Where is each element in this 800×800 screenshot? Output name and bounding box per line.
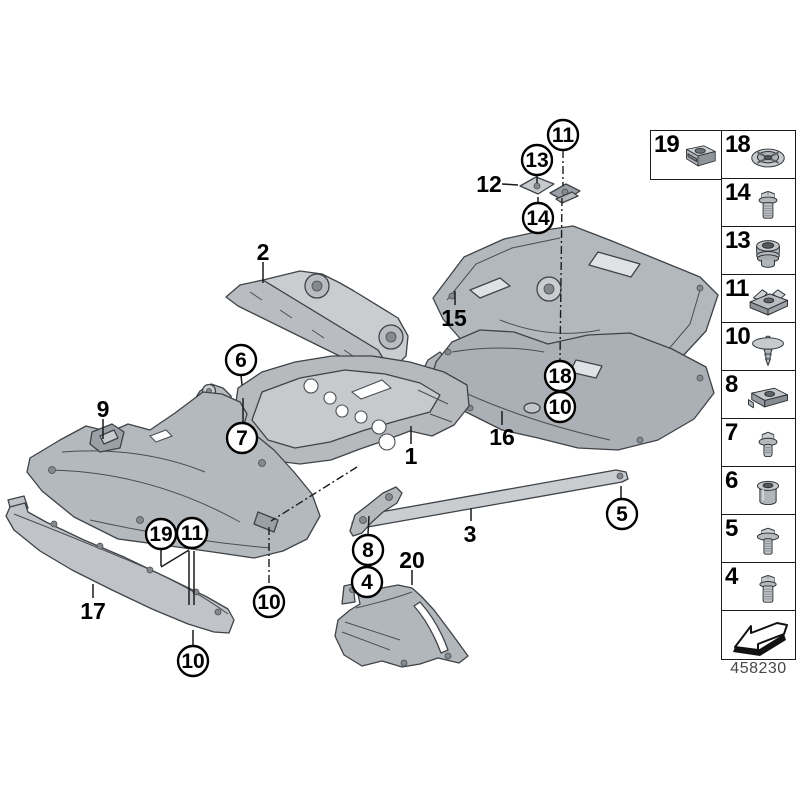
legend-number: 14: [725, 179, 751, 206]
part-12-plate: [519, 176, 581, 204]
callout-number: 7: [236, 427, 248, 450]
callout-circle: [350, 565, 384, 599]
legend-box-8: 8: [721, 370, 796, 420]
legend-number: 10: [725, 323, 751, 350]
callout-number: 18: [548, 365, 572, 388]
grommet-icon: [742, 234, 794, 274]
callout-circle: [546, 118, 580, 152]
callout-19: 19: [144, 517, 178, 551]
callout-circle: [351, 533, 385, 567]
callout-circle: [605, 497, 639, 531]
callout-circle: [175, 516, 209, 550]
push-rivet-icon: [742, 330, 794, 370]
callout-18: 18: [543, 359, 577, 393]
part-1-reinforcement-plate: [232, 355, 470, 465]
callout-circle: [224, 343, 258, 377]
callout-10: 10: [543, 390, 577, 424]
legend-box-11: 11: [721, 274, 796, 324]
spring-washer-icon: [742, 138, 794, 178]
legend-box-6: 6: [721, 466, 796, 516]
part-3-strut: [349, 469, 629, 537]
flange-bolt-icon: [742, 186, 794, 226]
legend-number: 8: [725, 371, 738, 398]
callout-4: 4: [350, 565, 384, 599]
callout-11: 11: [546, 118, 580, 152]
callout-circle: [543, 390, 577, 424]
legend-number: 6: [725, 467, 738, 494]
callout-circle: [252, 585, 286, 619]
cage-nut-icon: [675, 138, 721, 178]
part-17-strip: [5, 495, 235, 634]
part-16-shield: [419, 329, 715, 451]
leader-lines: [92, 175, 622, 645]
direction-arrow-icon: [726, 613, 792, 657]
hex-bolt-icon: [742, 570, 794, 610]
part-label-2: 2: [257, 239, 270, 265]
callout-number: 5: [616, 503, 628, 526]
callout-number: 13: [525, 149, 548, 172]
legend-box-4: 4: [721, 562, 796, 612]
callout-6: 6: [224, 343, 258, 377]
callout-11: 11: [175, 516, 209, 550]
legend-number: 18: [725, 131, 751, 158]
callout-10: 10: [252, 585, 286, 619]
legend-number: 7: [725, 419, 738, 446]
legend-number: 11: [725, 275, 749, 302]
legend-box-10: 10: [721, 322, 796, 372]
callout-number: 10: [181, 650, 204, 673]
callout-number: 11: [181, 522, 204, 545]
legend-number: 5: [725, 515, 738, 542]
clip-nut-icon: [742, 282, 794, 322]
callout-number: 10: [548, 396, 571, 419]
cage-clip-icon: [742, 378, 794, 418]
legend-number: 13: [725, 227, 751, 254]
callout-circle: [521, 201, 555, 235]
callout-7: 7: [225, 421, 259, 455]
callout-number: 4: [361, 571, 373, 594]
part-label-20: 20: [399, 547, 425, 573]
callout-circle: [520, 143, 554, 177]
legend-box-7: 7: [721, 418, 796, 468]
callout-5: 5: [605, 497, 639, 531]
callout-number: 6: [235, 349, 247, 372]
callout-number: 14: [526, 207, 550, 230]
callout-10: 10: [176, 644, 210, 678]
legend-box-18: 18: [721, 130, 796, 180]
callout-number: 11: [552, 124, 575, 147]
part-label-16: 16: [489, 424, 515, 450]
centerline-top: [559, 150, 564, 361]
legend-box-direction-arrow: [721, 610, 796, 660]
drawing-number: 458230: [730, 660, 787, 677]
part-label-1: 1: [405, 443, 418, 469]
label-layer: 2 12 9 15 16 1 3 17 20: [80, 171, 515, 624]
part-label-12: 12: [476, 171, 502, 197]
callout-circle: [225, 421, 259, 455]
callout-8: 8: [351, 533, 385, 567]
legend-number: 19: [654, 131, 680, 158]
legend-number: 4: [725, 563, 738, 590]
part-20-cover: [334, 583, 469, 668]
callout-number: 19: [149, 523, 172, 546]
short-bolt-icon: [742, 426, 794, 466]
callout-circle: [176, 644, 210, 678]
callout-number: 8: [362, 539, 374, 562]
legend-box-13: 13: [721, 226, 796, 276]
callout-14: 14: [521, 201, 555, 235]
part-label-17: 17: [80, 598, 106, 624]
legend-box-5: 5: [721, 514, 796, 564]
part-label-3: 3: [464, 521, 477, 547]
centerline-left: [268, 466, 358, 586]
callout-13: 13: [520, 143, 554, 177]
part-label-15: 15: [441, 305, 467, 331]
callout-number: 10: [257, 591, 280, 614]
part-2-bracket: [225, 270, 409, 374]
legend-box-19: 19: [650, 130, 723, 180]
part-label-9: 9: [97, 396, 110, 422]
legend-box-14: 14: [721, 178, 796, 228]
washer-bolt-icon: [742, 522, 794, 562]
sleeve-nut-icon: [742, 474, 794, 514]
